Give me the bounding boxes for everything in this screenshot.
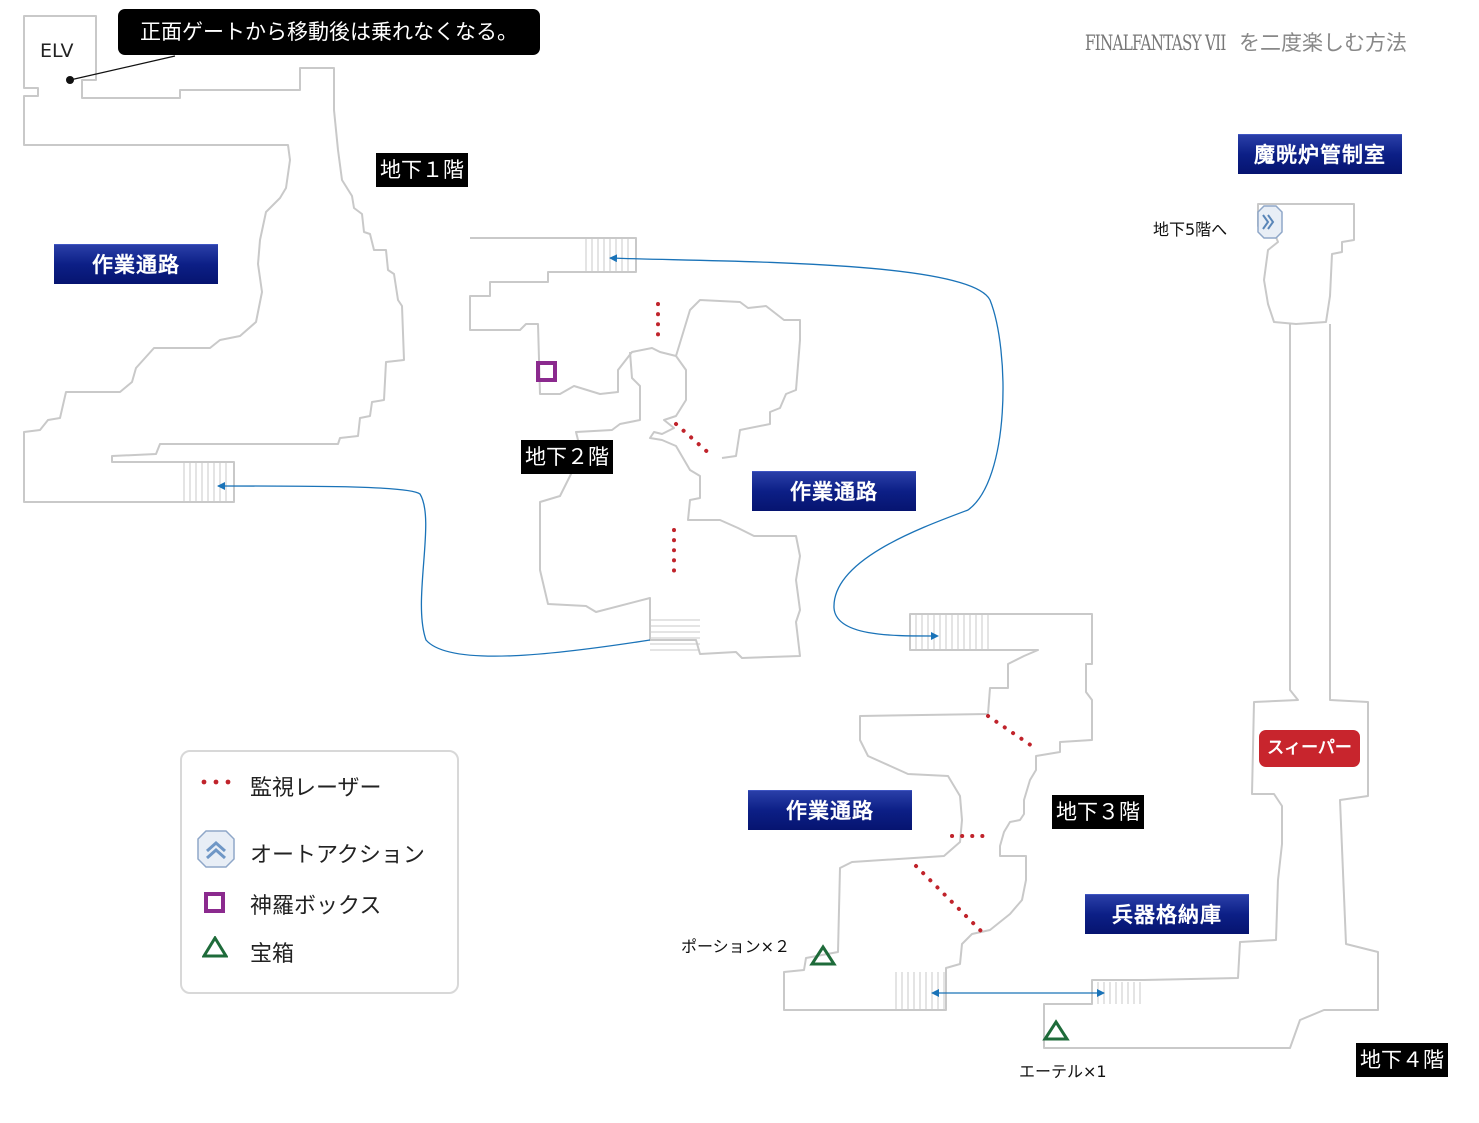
stairs-b2-top [585,238,629,272]
stairs-b4 [1097,982,1141,1004]
legend-shinra-box-label: 神羅ボックス [250,894,382,919]
legend-row-shinra-box: 神羅ボックス [182,880,457,920]
legend-row-treasure: 宝箱 [182,928,457,968]
floor-b2-outline [469,237,801,659]
floor-label-b1: 地下１階 [376,153,468,187]
laser-dots-icon [201,779,231,785]
area-label-passage-b2: 作業通路 [752,471,916,511]
legend-treasure-label: 宝箱 [250,942,295,967]
area-label-passage-b3: 作業通路 [748,790,912,830]
treasure-ether-label: エーテル×1 [1019,1062,1107,1081]
elv-marker [66,76,74,84]
legend: 監視レーザー オートアクション 神羅ボックス 宝箱 [180,750,459,994]
floor-b3-outline [783,613,1093,1011]
legend-laser-label: 監視レーザー [250,776,382,801]
stairs-b2-bottom [650,619,700,651]
laser-b2-2 [674,422,714,458]
auto-action-icon [197,830,235,868]
stairs-b3-bottom [895,972,945,1010]
area-label-passage-b1: 作業通路 [54,244,218,284]
callout-pointer [69,55,176,81]
legend-row-auto-action: オートアクション [182,829,457,869]
treasure-potion-label: ポーション×２ [681,937,791,956]
legend-row-laser: 監視レーザー [182,762,457,802]
area-label-weapon-storage: 兵器格納庫 [1085,894,1249,934]
title-brand: FINALFANTASY VII [1085,31,1226,55]
laser-b3-3 [914,864,984,934]
title-subtitle: を二度楽しむ方法 [1239,31,1408,55]
shinra-box-marker [536,361,557,382]
laser-b3-1 [986,714,1034,748]
floor-label-b2: 地下２階 [521,440,613,474]
elv-label: ELV [40,40,74,62]
floor-label-b3: 地下３階 [1052,795,1144,829]
treasure-ether-marker [1042,1019,1070,1041]
route-b2-b3 [609,254,1004,640]
floor-label-b4: 地下４階 [1356,1043,1448,1077]
treasure-icon [202,936,228,958]
stairs-b1 [183,462,227,502]
floor-b1-outline [23,15,405,503]
area-label-control-room: 魔晄炉管制室 [1238,134,1402,174]
to-b5-label: 地下5階へ [1153,220,1228,239]
route-b1-b2 [217,482,651,657]
shinra-box-icon [204,892,225,913]
stairs-b3-top [915,614,989,650]
treasure-potion-marker [809,944,837,966]
callout-note: 正面ゲートから移動後は乗れなくなる。 [118,9,540,55]
auto-action-icon-map [1257,205,1283,239]
legend-auto-action-label: オートアクション [250,843,425,868]
boss-sweeper-badge: スィーパー [1259,730,1360,767]
page-title: FINALFANTASY VII を二度楽しむ方法 [1085,27,1450,57]
